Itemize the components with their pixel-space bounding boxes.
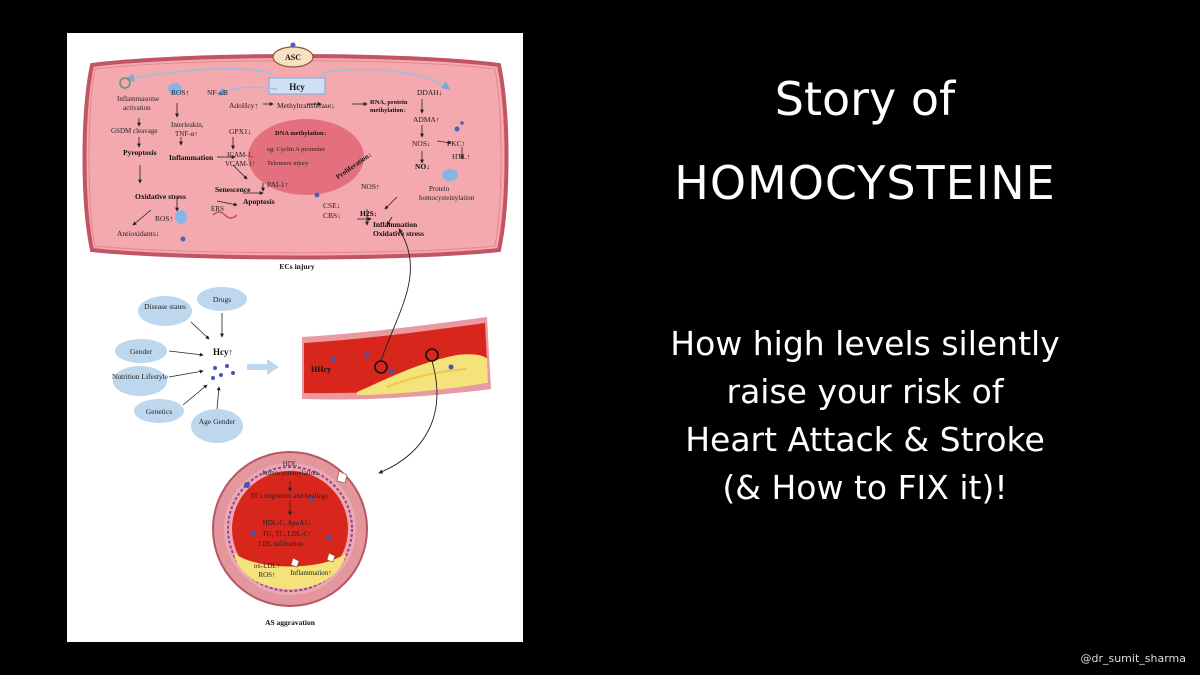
svg-text:ADMA↑: ADMA↑ <box>413 115 440 124</box>
title-line-2: HOMOCYSTEINE <box>560 156 1170 210</box>
svg-text:homocysteinylation: homocysteinylation <box>262 469 318 477</box>
svg-text:TG, TC, LDL-C↑: TG, TC, LDL-C↑ <box>262 530 311 538</box>
factor-arrows <box>169 313 222 409</box>
svg-text:DDAH↓: DDAH↓ <box>417 88 442 97</box>
svg-text:Antioxidants↓: Antioxidants↓ <box>117 229 160 238</box>
svg-text:Interleukin,: Interleukin, <box>171 121 204 129</box>
subtitle-line-1: How high levels silently <box>560 320 1170 368</box>
svg-text:ROS↑: ROS↑ <box>171 88 189 97</box>
svg-text:Methyltransferase↓: Methyltransferase↓ <box>277 101 335 110</box>
svg-text:NOS↓: NOS↓ <box>412 139 431 148</box>
factor-disease-states <box>138 296 192 326</box>
svg-text:ox-LDL↑: ox-LDL↑ <box>254 562 280 570</box>
author-handle: @dr_sumit_sharma <box>1080 652 1186 665</box>
svg-text:ICAM-1,: ICAM-1, <box>227 151 253 159</box>
svg-text:AdoHcy↑: AdoHcy↑ <box>229 101 258 110</box>
vessel-cross-section: HDL homocysteinylation ECs migration and… <box>213 452 367 627</box>
hhcy-label: HHcy <box>311 365 331 374</box>
factor-nutrition-lifestyle <box>113 366 167 396</box>
svg-text:PAI-1↑: PAI-1↑ <box>267 180 288 189</box>
svg-text:Drugs: Drugs <box>213 295 231 304</box>
svg-text:Protein: Protein <box>429 185 450 193</box>
subtitle-line-4: (& How to FIX it)! <box>560 464 1170 512</box>
svg-text:homocysteinylation: homocysteinylation <box>419 194 475 202</box>
svg-text:ECs migration and healing↓: ECs migration and healing↓ <box>251 492 329 500</box>
flow-arrow <box>247 359 279 375</box>
svg-text:CBS↓: CBS↓ <box>323 211 341 220</box>
svg-text:eg: Cyclin A promoter: eg: Cyclin A promoter <box>267 146 326 153</box>
svg-text:Pyroptosis: Pyroptosis <box>123 148 157 157</box>
svg-text:Apoptosis: Apoptosis <box>243 197 275 206</box>
svg-text:H2S↓: H2S↓ <box>360 209 378 218</box>
svg-text:NF-κB: NF-κB <box>207 88 228 97</box>
svg-text:activation: activation <box>123 104 151 112</box>
svg-text:VCAM-1↑: VCAM-1↑ <box>225 160 255 168</box>
endothelial-cell: ASC Hcy <box>85 43 507 272</box>
subtitle-line-3: Heart Attack & Stroke <box>560 416 1170 464</box>
svg-text:Gender: Gender <box>130 347 153 356</box>
svg-text:Telomere injury: Telomere injury <box>267 160 309 167</box>
svg-text:NOS↑: NOS↑ <box>361 182 380 191</box>
factor-age-gender <box>191 409 243 443</box>
svg-text:Oxidative stress: Oxidative stress <box>373 229 424 238</box>
svg-text:methylation↓: methylation↓ <box>370 107 406 114</box>
svg-text:GPX1↓: GPX1↓ <box>229 127 252 136</box>
subtitle-line-2: raise your risk of <box>560 368 1170 416</box>
svg-text:Inflammation↑: Inflammation↑ <box>290 569 332 577</box>
svg-text:HTL↑: HTL↑ <box>452 152 470 161</box>
svg-text:CSE↓: CSE↓ <box>323 201 341 210</box>
svg-text:ROS↑: ROS↑ <box>258 571 275 579</box>
svg-text:GSDM cleavage: GSDM cleavage <box>111 127 157 135</box>
svg-text:Nutrition Lifestyle: Nutrition Lifestyle <box>112 372 169 381</box>
title-line-1: Story of <box>560 72 1170 126</box>
cell-caption: ECs injury <box>279 262 314 271</box>
svg-text:Disease states: Disease states <box>144 302 186 311</box>
svg-text:HDL-C, ApoA1↓: HDL-C, ApoA1↓ <box>263 519 312 527</box>
artery-segment: HHcy <box>302 229 491 473</box>
hcy-label: Hcy <box>289 82 305 92</box>
homocysteine-figure: ASC Hcy <box>67 33 523 642</box>
svg-text:TNF-α↑: TNF-α↑ <box>175 130 198 138</box>
svg-text:Inflammation: Inflammation <box>169 153 214 162</box>
asc-label: ASC <box>285 53 301 62</box>
svg-text:Oxidative stress: Oxidative stress <box>135 192 186 201</box>
svg-text:NO↓: NO↓ <box>415 162 430 171</box>
subtitle: How high levels silently raise your risk… <box>560 320 1170 512</box>
hub-dots <box>211 364 235 380</box>
svg-text:Senescence: Senescence <box>215 185 251 194</box>
svg-text:Inflammasome: Inflammasome <box>117 95 159 103</box>
svg-text:PKC↑: PKC↑ <box>447 139 465 148</box>
svg-text:HDL: HDL <box>283 460 297 468</box>
svg-text:LDL infiltration: LDL infiltration <box>258 540 304 548</box>
svg-text:Inflammation: Inflammation <box>373 220 418 229</box>
svg-text:Genetics: Genetics <box>146 407 172 416</box>
svg-text:ROS↑: ROS↑ <box>155 214 173 223</box>
svg-text:RNA, protein: RNA, protein <box>370 99 408 106</box>
svg-text:DNA methylation↓: DNA methylation↓ <box>275 130 327 137</box>
svg-text:ERS: ERS <box>211 205 224 213</box>
vessel-caption: AS aggravation <box>265 618 316 627</box>
svg-text:Age Gender: Age Gender <box>199 417 236 426</box>
hcy-hub-label: Hcy↑ <box>213 347 233 357</box>
risk-factors: Disease states Drugs Gender Nutrition Li… <box>112 287 279 443</box>
